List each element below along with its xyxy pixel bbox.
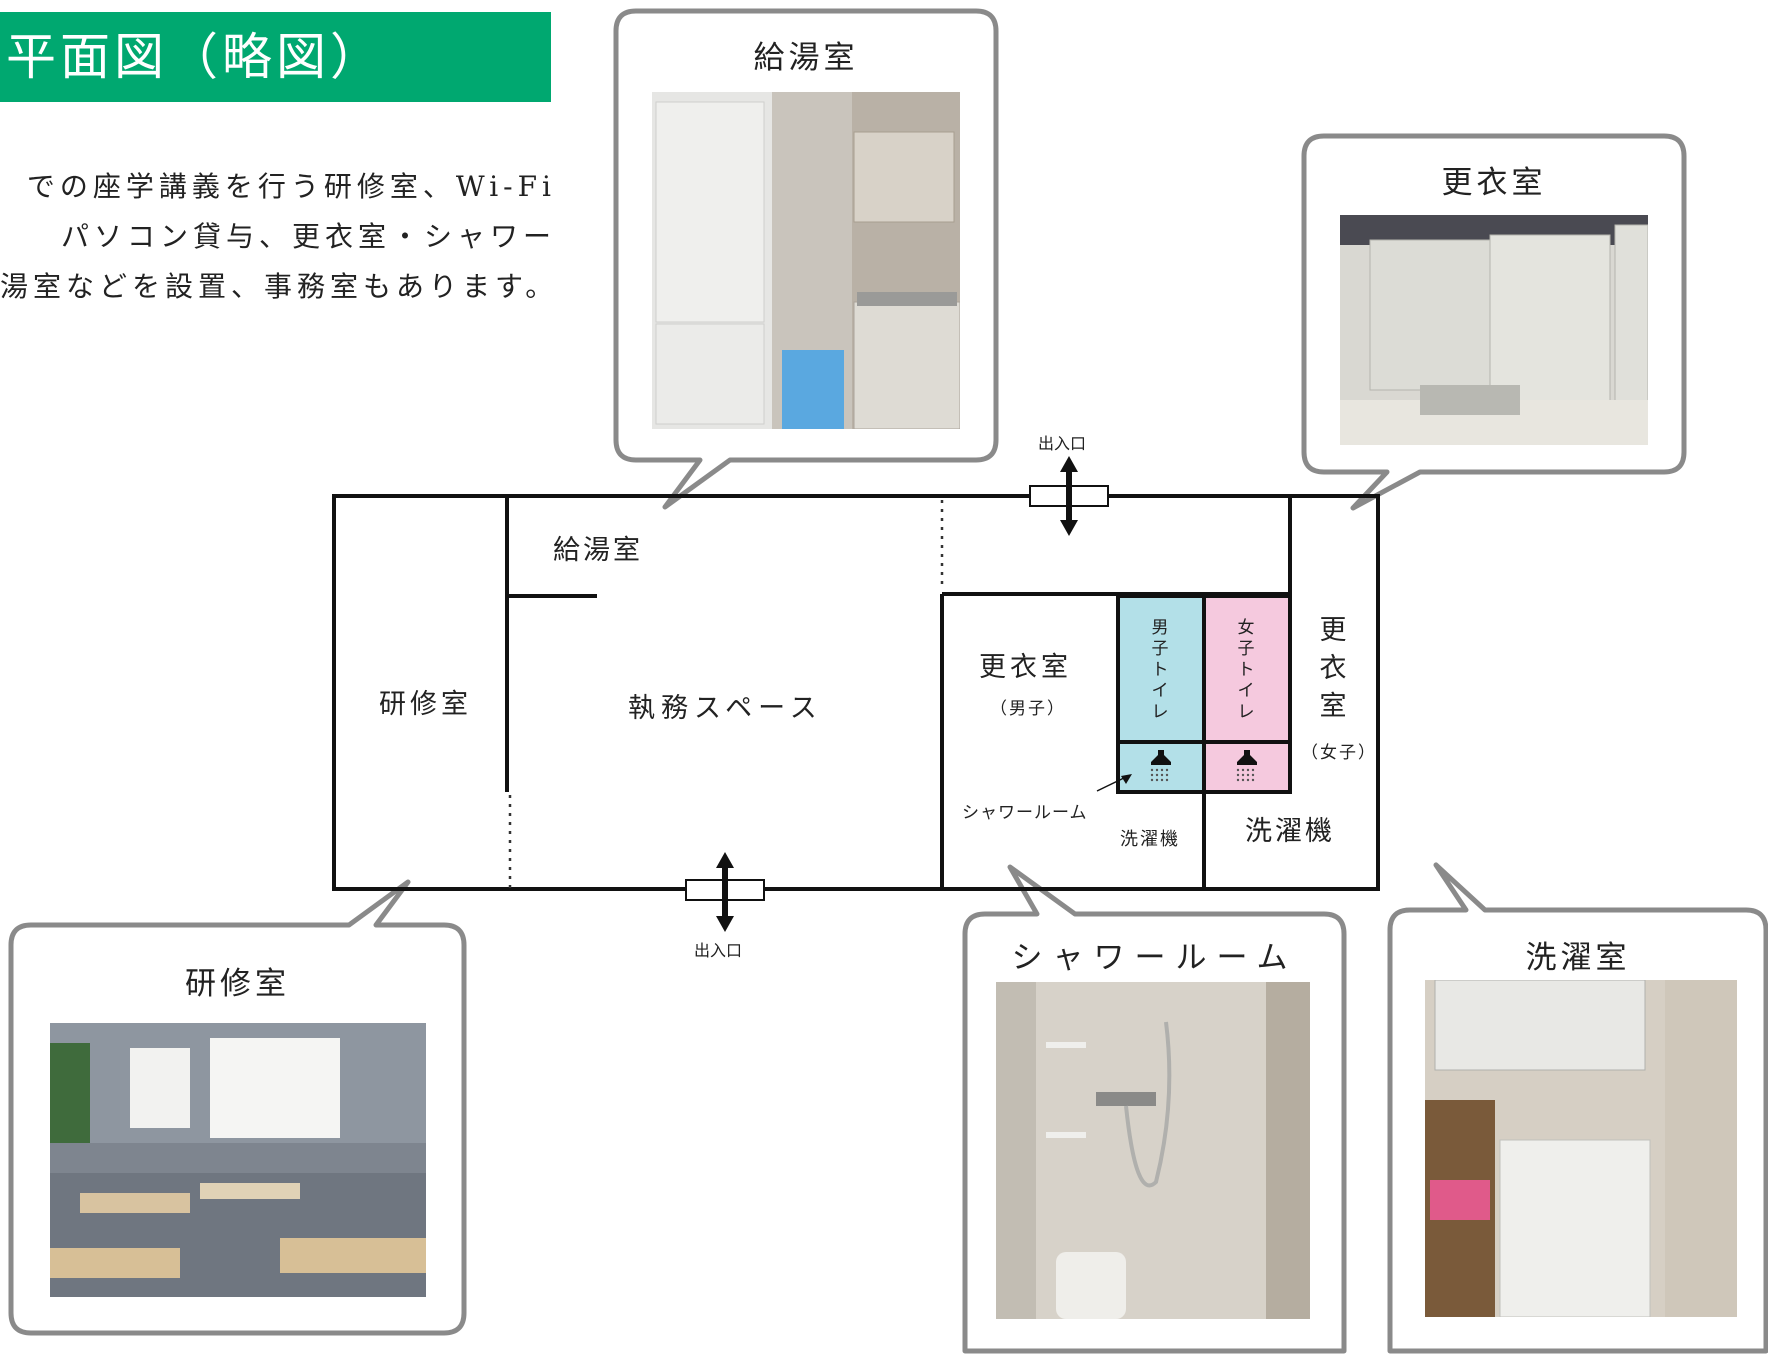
page-title: 平面図（略図） (0, 12, 551, 102)
bubble-title-kenshu: 研修室 (185, 966, 290, 1002)
room-label-shower-pointer: シャワールーム (962, 803, 1088, 823)
room-label-toilet-female: 女子トイレ (1237, 618, 1255, 722)
training-room-photo (50, 1023, 426, 1297)
bubble-title-kyuto: 給湯室 (753, 40, 859, 76)
entrance-bottom-marker (685, 852, 765, 932)
locker-room-photo (1340, 215, 1648, 445)
shower-female-area (1202, 740, 1292, 794)
kitchenette-photo (652, 92, 960, 429)
entrance-top-marker (1029, 456, 1109, 536)
room-label-kyuto: 給湯室 (553, 535, 643, 566)
entrance-bottom-label: 出入口 (694, 941, 743, 960)
room-sublabel-koui-female: （女子） (1301, 743, 1377, 763)
toilet-male-area (1116, 594, 1206, 744)
shower-icon (1150, 750, 1171, 782)
laundry-room-photo (1425, 980, 1737, 1317)
room-sublabel-koui-male: （男子） (990, 699, 1066, 719)
bubble-title-shower: シャワールーム (1011, 940, 1298, 976)
room-label-shitsumu: 執務スペース (628, 693, 823, 724)
shower-icon (1236, 750, 1257, 782)
building-outline (332, 494, 1380, 891)
pointer-arrow-icon (1121, 774, 1132, 784)
shower-male-area (1116, 740, 1206, 794)
bubble-title-sentaku: 洗濯室 (1525, 940, 1631, 976)
arrow-up-icon (716, 852, 734, 868)
room-label-washer-large: 洗濯機 (1245, 816, 1335, 847)
room-label-koui-female: 更衣室 (1319, 615, 1347, 722)
arrow-up-icon (1060, 456, 1078, 472)
room-label-koui-male: 更衣室 (979, 652, 1072, 683)
room-label-toilet-male: 男子トイレ (1151, 618, 1169, 722)
shower-room-photo (996, 982, 1310, 1319)
entrance-top-label: 出入口 (1038, 434, 1087, 453)
arrow-down-icon (1060, 520, 1078, 536)
intro-text: での座学講義を行う研修室、Wi-Fi パソコン貸与、更衣室・シャワー 湯室などを… (0, 162, 556, 312)
intro-line-2: パソコン貸与、更衣室・シャワー (60, 220, 556, 253)
bubble-title-koui: 更衣室 (1441, 165, 1547, 201)
intro-line-3: 湯室などを設置、事務室もあります。 (0, 270, 556, 303)
room-label-washer-small: 洗濯機 (1120, 829, 1180, 850)
arrow-down-icon (716, 916, 734, 932)
intro-line-1: での座学講義を行う研修室、Wi-Fi (26, 170, 556, 203)
room-label-kenshu: 研修室 (379, 689, 472, 720)
